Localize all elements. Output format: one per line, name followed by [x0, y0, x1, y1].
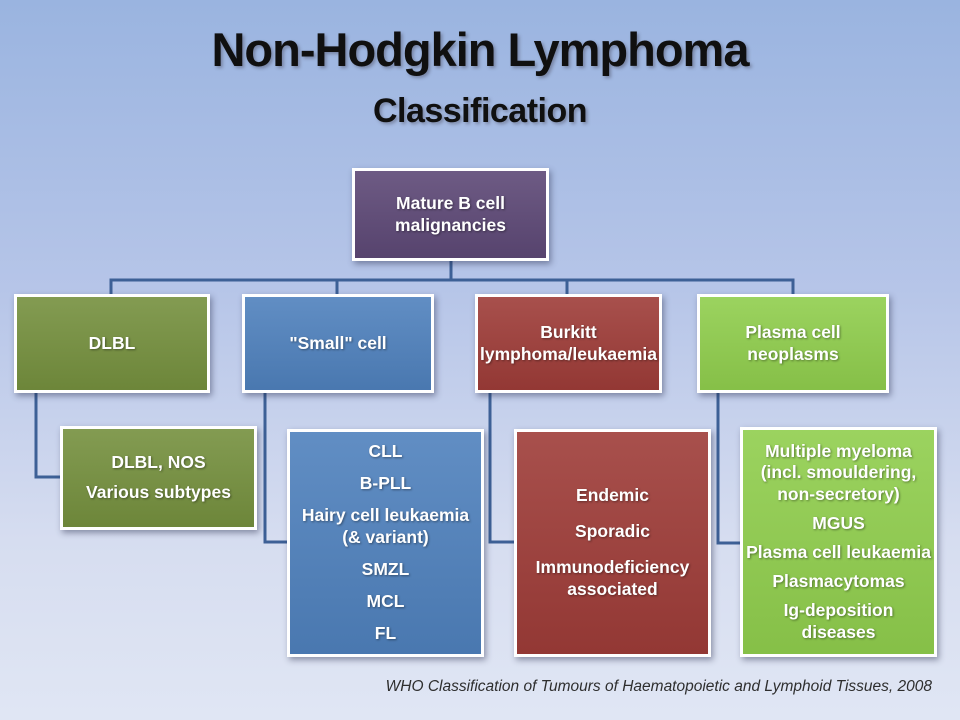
subnode-line: Multiple myeloma (incl. smouldering, non… — [760, 440, 917, 505]
node-label: Mature B cell malignancies — [395, 192, 506, 235]
subnode-line: Ig-deposition diseases — [783, 599, 894, 642]
subnode-line: Plasma cell leukaemia — [746, 542, 931, 562]
connector-elbow-plasma — [716, 392, 742, 545]
connector-elbow-small-cell — [263, 392, 289, 544]
node-label: DLBL — [88, 332, 136, 353]
subnode-line: Sporadic — [575, 521, 650, 542]
subnode-line: MCL — [366, 590, 405, 611]
subnode-line: SMZL — [361, 558, 410, 579]
subnode-burkitt-variants: Endemic Sporadic Immunodeficiency associ… — [514, 429, 711, 657]
subnode-line: Endemic — [576, 485, 649, 506]
subnode-line: MGUS — [812, 513, 865, 534]
connector-bus — [109, 278, 795, 296]
subnode-line: Hairy cell leukaemia (& variant) — [301, 505, 470, 548]
subnode-line: CLL — [368, 441, 403, 462]
node-small-cell: "Small" cell — [242, 294, 434, 393]
node-label: Plasma cell neoplasms — [745, 321, 841, 364]
node-burkitt-lymphoma-leukaemia: Burkitt lymphoma/leukaemia — [475, 294, 662, 393]
subnode-line: Immunodeficiency associated — [535, 557, 690, 599]
citation-footer: WHO Classification of Tumours of Haemato… — [385, 678, 932, 695]
connector-elbow-burkitt — [488, 392, 516, 544]
subnode-line: Plasmacytomas — [772, 570, 905, 591]
node-label: "Small" cell — [289, 332, 387, 353]
subnode-small-cell-entities: CLL B-PLL Hairy cell leukaemia (& varian… — [287, 429, 484, 657]
subnode-line: DLBL, NOS — [111, 452, 206, 473]
node-plasma-cell-neoplasms: Plasma cell neoplasms — [697, 294, 889, 393]
node-label: Burkitt lymphoma/leukaemia — [479, 321, 658, 364]
node-mature-b-cell-malignancies: Mature B cell malignancies — [352, 168, 549, 261]
subnode-line: FL — [374, 622, 397, 643]
subnode-line: B-PLL — [359, 473, 412, 494]
slide-title: Non-Hodgkin Lymphoma — [211, 23, 749, 76]
slide-subtitle: Classification — [372, 92, 588, 130]
subnode-dlbl-subtypes: DLBL, NOS Various subtypes — [60, 426, 257, 530]
subnode-plasma-cell-entities: Multiple myeloma (incl. smouldering, non… — [740, 427, 937, 657]
connector-elbow-dlbl — [34, 392, 62, 479]
node-dlbl: DLBL — [14, 294, 210, 393]
subnode-line: Various subtypes — [86, 482, 231, 502]
